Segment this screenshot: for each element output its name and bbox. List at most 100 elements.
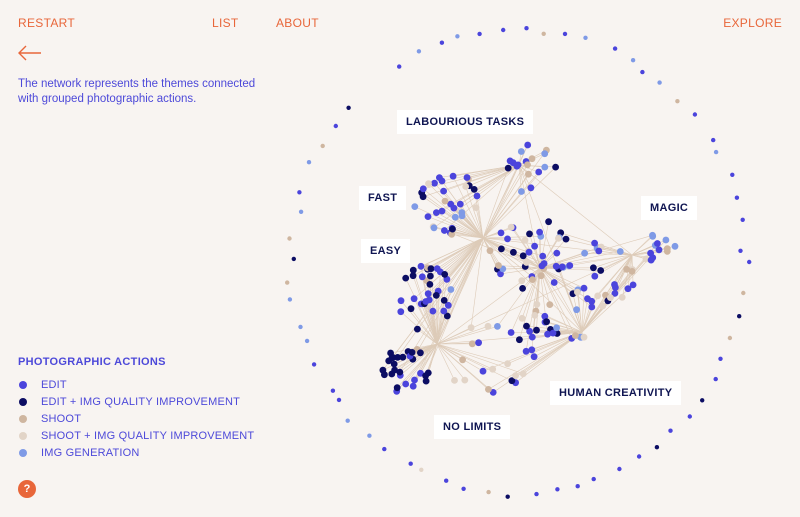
network-node <box>517 148 525 155</box>
explore-link[interactable]: EXPLORE <box>723 16 782 30</box>
ring-dot <box>636 454 642 459</box>
ring-dot <box>486 489 491 495</box>
network-link <box>539 267 576 336</box>
network-node <box>422 377 430 385</box>
ring-dot <box>713 376 718 382</box>
legend-dot <box>19 380 27 389</box>
legend-item-shoot-quality[interactable]: SHOOT + IMG QUALITY IMPROVEMENT <box>18 427 254 444</box>
network-link <box>427 237 484 294</box>
theme-label-fast[interactable]: FAST <box>359 186 407 210</box>
list-link[interactable]: LIST <box>212 16 239 30</box>
ring-dot <box>291 256 296 262</box>
arrow-left-icon[interactable] <box>18 43 42 63</box>
ring-dot <box>711 137 716 143</box>
network-node <box>519 370 527 378</box>
network-link <box>427 216 484 239</box>
theme-label-magic[interactable]: MAGIC <box>641 196 698 220</box>
network-node <box>447 286 455 293</box>
network-node <box>507 223 515 231</box>
network-node <box>594 292 602 300</box>
network-node <box>438 207 446 215</box>
network-node <box>440 307 448 315</box>
network-node <box>504 235 511 243</box>
network-node <box>599 302 607 310</box>
ring-dot <box>675 99 680 104</box>
ring-dot <box>747 259 752 265</box>
network-link <box>584 252 633 256</box>
network-node <box>545 218 552 226</box>
network-node <box>519 252 527 260</box>
network-node <box>402 380 410 388</box>
ring-dot <box>345 418 350 423</box>
legend-item-img-generation[interactable]: IMG GENERATION <box>18 444 254 461</box>
network-node <box>591 239 598 247</box>
legend-dot <box>19 448 27 457</box>
legend-item-edit-quality[interactable]: EDIT + IMG QUALITY IMPROVEMENT <box>18 393 254 410</box>
legend-item-shoot[interactable]: SHOOT <box>18 410 254 427</box>
network-link <box>439 177 484 239</box>
network-node <box>409 266 417 274</box>
network-node <box>494 323 501 330</box>
theme-label-easy[interactable]: EASY <box>361 239 411 263</box>
theme-label-human-creativity[interactable]: HUMAN CREATIVITY <box>550 381 682 405</box>
network-node <box>531 312 539 319</box>
network-node <box>441 271 449 278</box>
network-link <box>437 237 484 269</box>
network-node <box>417 262 425 270</box>
restart-link[interactable]: RESTART <box>18 16 75 30</box>
ring-dot <box>298 209 304 214</box>
ring-dot <box>617 466 622 472</box>
network-node <box>523 259 530 266</box>
network-node <box>388 354 396 362</box>
network-link <box>553 282 583 333</box>
ring-dot <box>718 356 723 361</box>
about-link[interactable]: ABOUT <box>276 16 319 30</box>
network-node <box>391 366 398 374</box>
theme-label-no-limits[interactable]: NO LIMITS <box>434 415 511 439</box>
network-node <box>425 180 432 188</box>
ring-dot <box>306 160 312 165</box>
ring-dot <box>727 335 733 341</box>
network-node <box>456 200 464 208</box>
network-node <box>381 371 388 379</box>
ring-dot <box>501 27 506 33</box>
network-node <box>618 293 626 301</box>
network-node <box>533 326 540 334</box>
network-node <box>411 203 419 211</box>
network-node <box>417 369 424 377</box>
network-node <box>418 273 426 281</box>
network-node <box>588 297 596 305</box>
ring-dot <box>419 467 424 472</box>
help-button[interactable]: ? <box>18 480 36 498</box>
theme-label-labourious-tasks[interactable]: LABOURIOUS TASKS <box>397 110 534 134</box>
legend-item-edit[interactable]: EDIT <box>18 376 254 393</box>
network-node <box>663 245 671 253</box>
network-link <box>488 331 583 390</box>
network-link <box>482 237 526 241</box>
ring-dot <box>700 398 705 403</box>
ring-dot <box>738 248 743 253</box>
network-node <box>397 297 405 305</box>
network-node <box>537 272 545 280</box>
network-node <box>580 333 588 341</box>
network-node <box>433 209 440 217</box>
ring-dot <box>320 143 325 149</box>
ring-dot <box>439 40 445 45</box>
network-link <box>482 161 527 239</box>
ring-dot <box>505 494 510 499</box>
network-link <box>482 171 539 239</box>
ring-dot <box>640 69 645 75</box>
network-node <box>518 277 526 285</box>
network-node <box>436 174 443 182</box>
network-node <box>649 231 656 239</box>
network-node <box>518 188 525 195</box>
ring-dot <box>668 428 673 433</box>
network-node <box>611 281 618 288</box>
network-link <box>577 292 583 333</box>
network-link <box>482 237 542 276</box>
network-node <box>504 164 512 172</box>
ring-dot <box>455 34 460 39</box>
network-node <box>580 284 588 292</box>
network-link <box>581 306 593 333</box>
